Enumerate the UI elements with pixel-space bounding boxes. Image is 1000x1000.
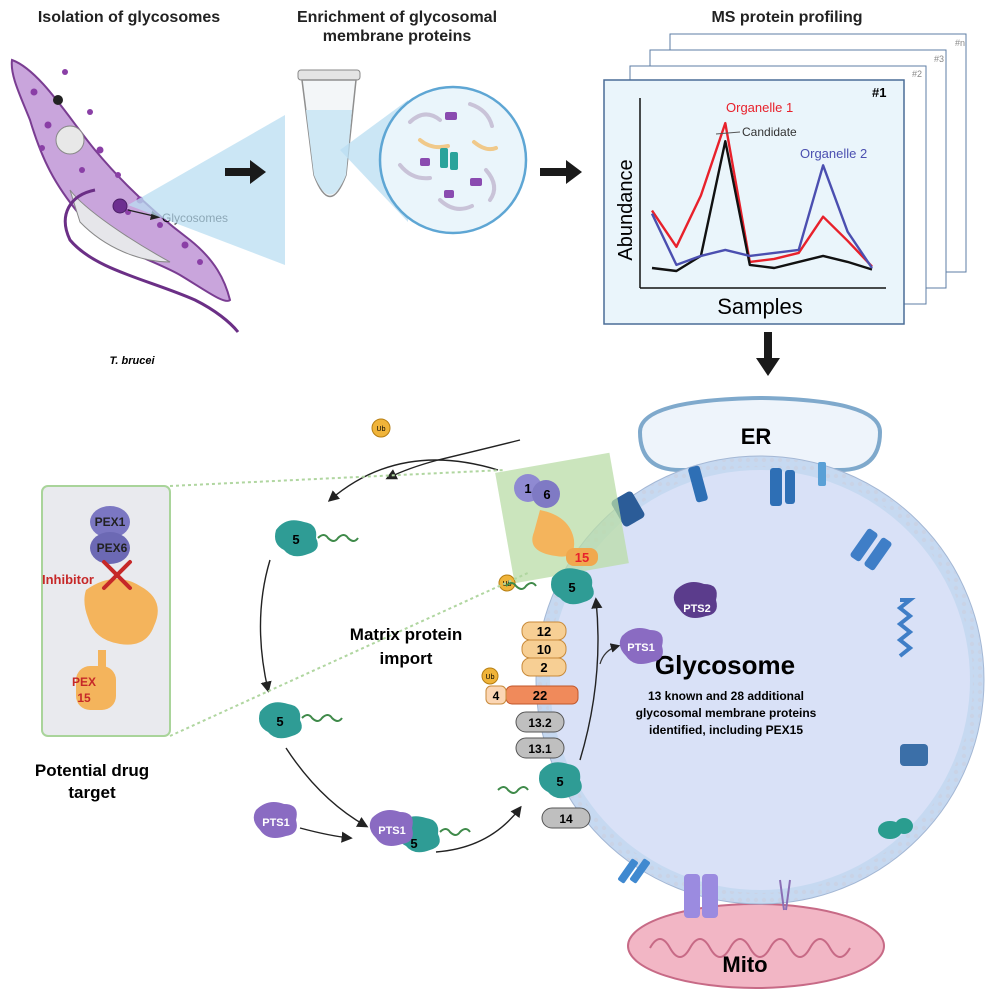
pex-docking-stack: [485, 621, 591, 829]
glycosome-desc-line3: identified, including PEX15: [649, 723, 803, 737]
import-cycle-arrows: [259, 439, 603, 853]
pex14-label: 14: [559, 812, 573, 826]
pex13-2-label: 13.2: [528, 716, 552, 730]
series-line-organelle-2: [650, 164, 873, 269]
pts1-label-bound: PTS1: [378, 825, 406, 837]
pts1-inside: [619, 628, 663, 664]
pex1-small-label: 1: [524, 481, 531, 496]
pts1-import-arrow: [599, 643, 621, 665]
ub-label-low: Ub: [486, 674, 495, 681]
pex13-1-label: 13.1: [528, 742, 552, 756]
ub-label-top: Ub: [377, 426, 386, 433]
inhibitor-cross-icon: [102, 560, 132, 590]
arrow-1: [225, 160, 266, 184]
pex22-label: 22: [533, 688, 547, 703]
drug-caption-line2: target: [68, 783, 116, 802]
trypanosome-cell: [10, 58, 240, 333]
legend-organelle2: Organelle 2: [800, 146, 867, 161]
pex10-label: 10: [537, 642, 551, 657]
pex1-pex6-complex: [514, 474, 598, 566]
arrow-2: [540, 160, 582, 184]
pts1-inside-label: PTS1: [627, 642, 655, 654]
legend-candidate: Candidate: [742, 125, 797, 139]
zoom-dotted-lines: [169, 469, 531, 737]
legend-candidate-leader: [715, 131, 741, 135]
centrifuge-tube: [297, 69, 361, 197]
stack-label-1: #1: [872, 85, 886, 100]
glycosome-desc-line1: 13 known and 28 additional: [648, 689, 804, 703]
glycosome-desc-line2: glycosomal membrane proteins: [636, 706, 817, 720]
pex5-label-e: 5: [556, 774, 563, 789]
header-enrichment: Enrichment of glycosomal membrane protei…: [262, 8, 532, 46]
pex2-label: 2: [540, 660, 547, 675]
stack-label-n: #n: [955, 38, 965, 48]
drug-pex1-label: PEX1: [95, 515, 126, 529]
pex6-small-label: 6: [543, 487, 550, 502]
pex12-label: 12: [537, 624, 551, 639]
pex4-label: 4: [493, 689, 500, 703]
pts1-cargo: [253, 802, 413, 846]
membrane-proteins: [611, 462, 928, 918]
pathway-title-line1: Matrix protein: [350, 625, 462, 644]
pts1-label-free: PTS1: [262, 817, 290, 829]
series-line-candidate: [651, 139, 873, 273]
inhibitor-label: Inhibitor: [42, 572, 94, 587]
pex5-tails: [301, 534, 537, 836]
pex15-small-label: 15: [575, 550, 589, 565]
drug-pex6-label: PEX6: [97, 541, 128, 555]
pex5-label-a: 5: [292, 532, 299, 547]
species-label: T. brucei: [109, 355, 155, 367]
series-line-organelle-1: [651, 121, 873, 268]
ms-main-panel: #1 Abundance Samples Organelle 1 Candida…: [603, 79, 905, 325]
legend-organelle1: Organelle 1: [726, 100, 793, 115]
drug-caption-line1: Potential drug: [35, 761, 149, 780]
arrow-3: [756, 332, 780, 376]
ms-series-group: [650, 121, 873, 273]
mito-label: Mito: [722, 952, 767, 977]
pts2-protein: [673, 582, 717, 618]
zoom-wedge-1: [128, 115, 285, 265]
header-enrichment-line2: membrane proteins: [322, 28, 472, 45]
er-label: ER: [741, 424, 772, 449]
stack-label-3: #3: [934, 54, 944, 64]
pex5-label-d: 5: [568, 580, 575, 595]
pex-highlight-box: [495, 452, 629, 584]
pex5-label-b: 5: [276, 714, 283, 729]
header-enrichment-line1: Enrichment of glycosomal: [296, 9, 498, 26]
stack-label-2: #2: [912, 69, 922, 79]
glycosome-organelle: [535, 455, 985, 905]
header-isolation: Isolation of glycosomes: [37, 9, 221, 26]
drug-pex15-label-line1: PEX: [72, 675, 96, 689]
pts2-label: PTS2: [683, 603, 711, 615]
ub-tokens: [371, 418, 516, 685]
ms-y-label: Abundance: [615, 159, 637, 260]
enrichment-circle: [378, 85, 528, 235]
pathway-title-line2: import: [380, 649, 433, 668]
glycosome-pointer-line: [127, 209, 161, 221]
ms-x-label: Samples: [717, 294, 803, 319]
header-ms-profiling: MS protein profiling: [711, 9, 863, 26]
pex5-label-c: 5: [410, 836, 417, 851]
drug-target-panel: [41, 485, 171, 737]
glycosome-title: Glycosome: [655, 650, 795, 680]
er: [637, 395, 883, 472]
drug-pex15-label-line2: 15: [77, 691, 91, 705]
